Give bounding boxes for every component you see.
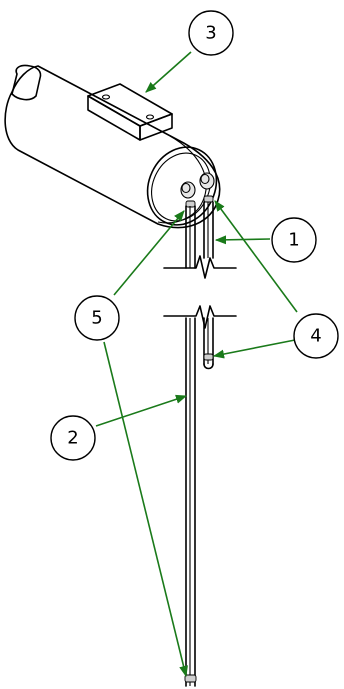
short-tube-end (203, 363, 214, 370)
leader-5-upper (113, 210, 185, 296)
clamp-right-upper (203, 195, 214, 203)
housing-back-knob (11, 64, 42, 101)
leader-4-lower (212, 339, 296, 359)
fitting-right-nut (200, 173, 210, 185)
leader-2 (95, 394, 188, 427)
callout-3: 3 (188, 10, 234, 56)
break-line-lower (163, 305, 237, 329)
leader-4-upper (214, 200, 298, 313)
callout-2: 2 (50, 415, 96, 461)
callout-1-label: 1 (288, 230, 299, 251)
mounting-block-front (87, 95, 141, 141)
leader-5-lower (103, 341, 188, 678)
callout-3-label: 3 (205, 23, 216, 44)
mounting-hole-left (101, 94, 111, 100)
clamp-short-tube (203, 353, 214, 361)
leader-3 (145, 51, 192, 93)
callout-5: 5 (74, 295, 120, 341)
tube-upper (163, 201, 237, 279)
callout-4: 4 (293, 313, 339, 359)
clamp-long-tube-end (184, 674, 197, 683)
leader-lines (95, 51, 298, 678)
callout-5-label: 5 (91, 308, 102, 329)
break-line-upper (163, 255, 237, 279)
elbow-fittings (180, 172, 215, 208)
mounting-block-side (139, 113, 173, 141)
mounting-hole-right (145, 114, 155, 120)
callout-4-label: 4 (310, 326, 321, 347)
callout-2-label: 2 (67, 428, 78, 449)
callout-1: 1 (271, 217, 317, 263)
mounting-block (87, 83, 173, 141)
fitting-left-nut (181, 182, 191, 194)
